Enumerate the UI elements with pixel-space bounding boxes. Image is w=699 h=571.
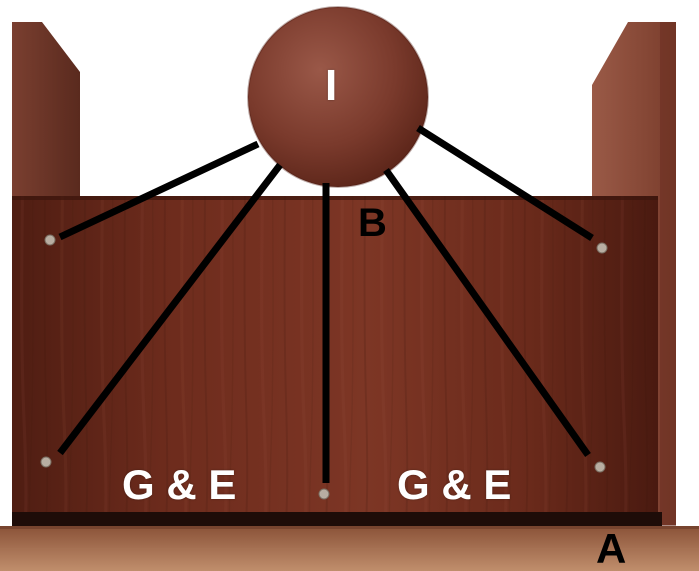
round-knob-icon	[248, 7, 428, 187]
leader-line-top-left	[58, 140, 260, 241]
label-g-e-left: G & E	[122, 461, 237, 508]
bottom-edge	[12, 512, 662, 528]
leader-line-bottom-right	[383, 167, 591, 458]
left-side-panel	[12, 22, 80, 200]
leader-lines	[57, 125, 594, 483]
label-b: B	[358, 201, 387, 245]
screw-head-icon	[594, 461, 606, 473]
screw-head-icon	[596, 242, 608, 254]
leader-line-top-right	[416, 125, 594, 241]
label-a: A	[596, 525, 627, 571]
screw-head-icon	[318, 488, 330, 500]
label-g-e-right: G & E	[397, 461, 512, 508]
screw-head-icon	[44, 234, 56, 246]
leader-line-bottom-left	[57, 162, 283, 456]
label-knob: I	[325, 61, 338, 110]
screw-head-icon	[40, 456, 52, 468]
